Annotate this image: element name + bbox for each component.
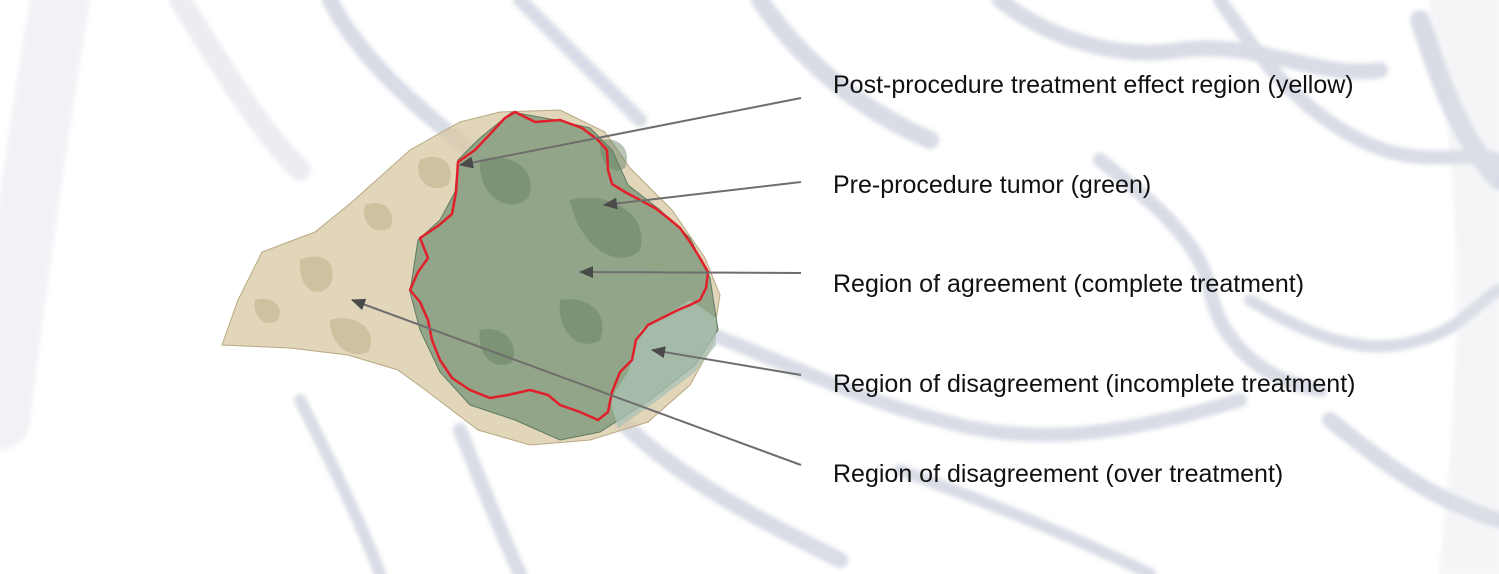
label-over-treatment: Region of disagreement (over treatment) xyxy=(833,460,1284,488)
label-pre-procedure-tumor: Pre-procedure tumor (green) xyxy=(833,171,1152,199)
callout-arrows xyxy=(351,97,802,466)
agreement-outline xyxy=(408,110,710,422)
label-treatment-effect-region: Post-procedure treatment effect region (… xyxy=(833,71,1354,99)
label-incomplete-treatment: Region of disagreement (incomplete treat… xyxy=(833,370,1356,398)
arrow-treatment-effect xyxy=(459,97,802,169)
arrow-over-treatment xyxy=(351,298,802,466)
arrow-agreement xyxy=(579,266,802,279)
arrow-tumor xyxy=(603,181,802,210)
arrow-incomplete xyxy=(651,346,802,376)
treatment-effect-shading xyxy=(254,156,451,355)
tumor-shading xyxy=(479,139,642,366)
incomplete-treatment-region xyxy=(610,300,716,428)
label-region-of-agreement: Region of agreement (complete treatment) xyxy=(833,270,1305,298)
